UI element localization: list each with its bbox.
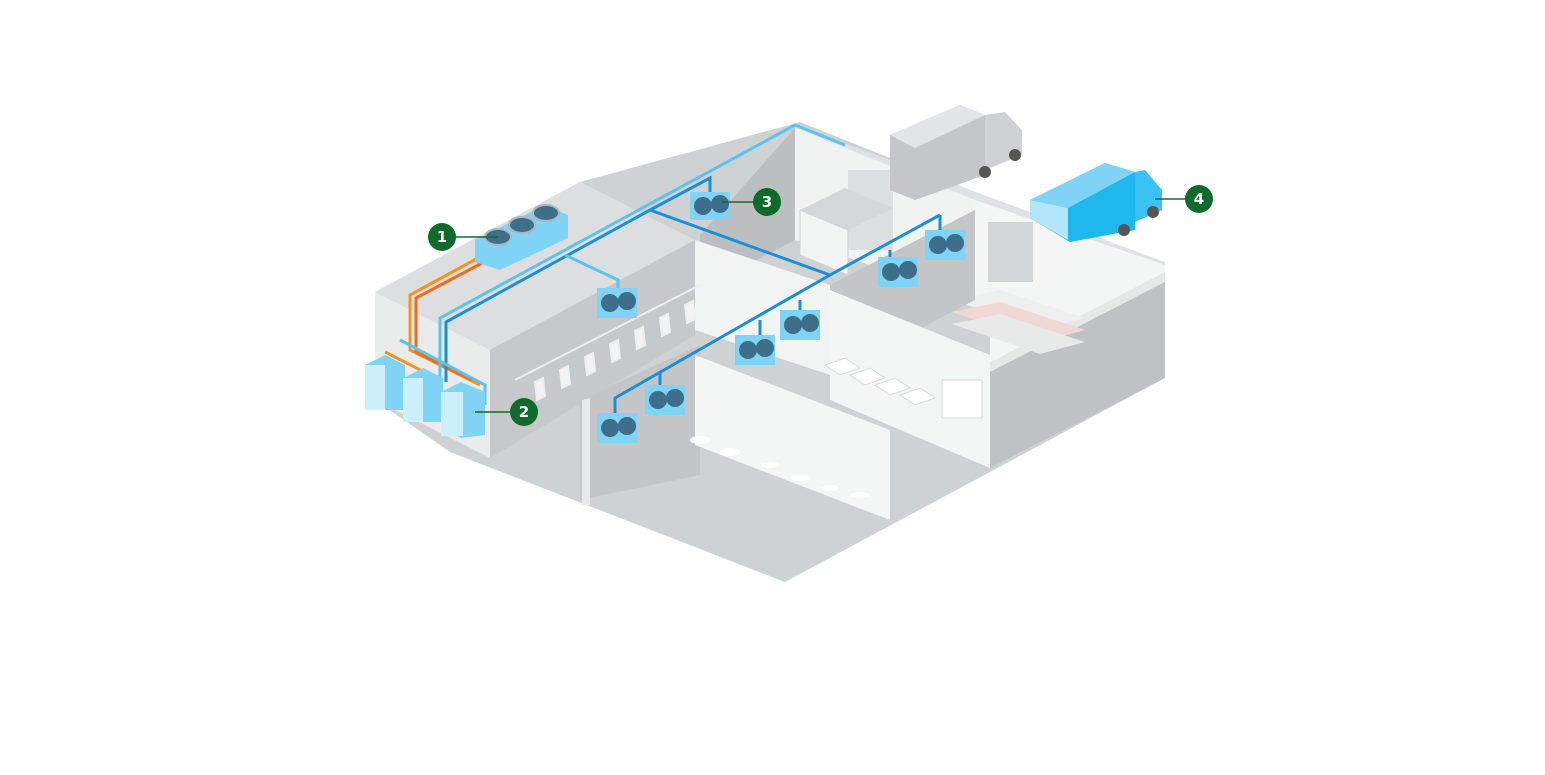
- marker-4[interactable]: 4: [1155, 185, 1213, 213]
- hanger-line: [514, 284, 701, 402]
- compressor-racks: [365, 355, 485, 438]
- refrigerated-truck: [1030, 163, 1162, 242]
- packing-boxes: [823, 357, 983, 419]
- processing-wall: [490, 240, 695, 458]
- evaporator-unit: [690, 192, 730, 220]
- marker-3[interactable]: 3: [722, 188, 781, 216]
- front-room-wall: [580, 345, 700, 500]
- middle-wall: [695, 240, 830, 375]
- marker-label: 1: [437, 228, 447, 246]
- fan-icon: [508, 216, 536, 234]
- parked-truck: [890, 105, 1022, 200]
- marker-2[interactable]: 2: [475, 398, 538, 426]
- poultry-cage: [799, 170, 893, 276]
- marker-1[interactable]: 1: [428, 223, 498, 251]
- refrigerant-pipes: [399, 123, 942, 415]
- storage-door: [988, 222, 1033, 282]
- marker-label: 2: [519, 403, 529, 421]
- storage-racks: [952, 290, 1085, 354]
- front-room-back: [695, 355, 890, 520]
- packing-wall: [830, 290, 990, 468]
- back-room-wall: [700, 128, 795, 290]
- product-pieces: [690, 436, 869, 498]
- front-room-wall-left: [582, 398, 590, 505]
- right-outer-wall: [990, 280, 1165, 468]
- evaporator-units: [597, 192, 965, 443]
- marker-label: 3: [762, 193, 772, 211]
- fan-icon: [532, 204, 560, 222]
- marker-label: 4: [1194, 190, 1204, 208]
